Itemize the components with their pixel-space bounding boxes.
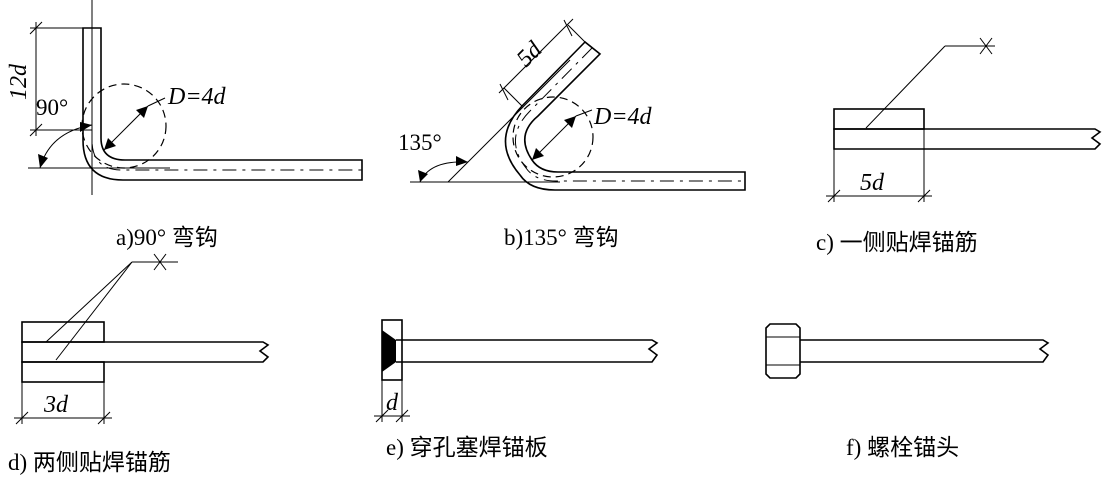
panel-a-90-hook: D=4d 12d 90° a)90° 弯钩	[6, 0, 363, 250]
panel-b-angle-arrow-2	[418, 170, 428, 182]
panel-b-tick-top	[563, 19, 573, 37]
panel-b-tick-bottom	[499, 83, 509, 101]
panel-b-diameter-label: D=4d	[593, 104, 653, 130]
panel-b-straight-label: 5d	[512, 36, 548, 72]
panel-b-centerline	[514, 47, 745, 182]
panel-b-ext-bottom	[503, 87, 523, 107]
panel-a-diameter-label: D=4d	[167, 84, 227, 110]
panel-d-weld-leader-1	[45, 261, 133, 343]
panel-b-dim-line	[498, 18, 574, 94]
panel-d-length-label: 3d	[43, 392, 69, 418]
panel-a-angle-label: 90°	[36, 95, 68, 120]
panel-c-length-label: 5d	[860, 170, 885, 196]
panel-b-arrowhead-1	[532, 148, 544, 160]
panel-d-weld-x2	[153, 253, 167, 271]
panel-a-angle-arc	[39, 124, 93, 169]
panel-e-caption: e) 穿孔塞焊锚板	[386, 435, 548, 460]
panel-a-arrowhead-1	[104, 138, 116, 150]
panel-b-arrowhead-2	[564, 116, 576, 128]
panel-c-main-bar	[833, 128, 1102, 150]
panel-d-top-bar	[21, 321, 105, 343]
panel-a-arrowhead-2	[136, 106, 148, 118]
panel-d-main-bar	[21, 341, 270, 363]
panel-a-tick-bottom	[29, 123, 43, 137]
panel-c-caption: c) 一侧贴焊锚筋	[816, 230, 978, 255]
panel-e-tick-left	[375, 409, 389, 423]
panel-c-short-bar	[833, 108, 925, 130]
panel-a-caption: a)90° 弯钩	[116, 225, 218, 250]
panel-c-one-side-weld: 5d c) 一侧贴焊锚筋	[816, 37, 1102, 255]
panel-a-angle-arrow-1	[38, 154, 48, 168]
panel-c-weld-x2	[979, 37, 993, 55]
panel-a-bend-circle	[81, 83, 167, 169]
panel-c-tick-left	[827, 189, 841, 203]
panel-d-weld-leader-2	[55, 261, 133, 361]
panel-f-caption: f) 螺栓锚头	[846, 435, 959, 460]
panel-d-two-side-weld: 3d d) 两侧贴焊锚筋	[8, 253, 270, 475]
panel-e-plug-weld-plate: d e) 穿孔塞焊锚板	[374, 319, 659, 460]
panel-c-weld-leader	[865, 45, 946, 129]
panel-f-nut	[765, 323, 801, 379]
panel-a-tick-top	[29, 21, 43, 35]
panel-b-angle-arc	[419, 161, 469, 183]
panel-a-angle-arrow-2	[80, 122, 92, 132]
panel-d-caption: d) 两侧贴焊锚筋	[8, 450, 171, 475]
panel-a-leader	[147, 97, 166, 107]
panel-b-caption: b)135° 弯钩	[504, 225, 619, 250]
panel-d-tick-right	[97, 411, 111, 425]
panel-d-bottom-bar	[21, 361, 105, 383]
panel-a-straight-label: 12d	[6, 63, 32, 100]
panel-f-main-bar	[800, 339, 1050, 363]
panel-d-tick-left	[15, 411, 29, 425]
panel-b-leader	[575, 109, 593, 117]
panel-e-length-label: d	[386, 390, 399, 416]
panel-e-main-bar	[396, 339, 659, 363]
panel-b-reference-line	[447, 59, 571, 183]
panel-b-135-hook: D=4d 5d 135° b)135° 弯钩	[398, 18, 746, 250]
panel-b-angle-label: 135°	[398, 130, 442, 155]
panel-f-bolt-head: f) 螺栓锚头	[765, 323, 1050, 460]
panel-a-centerline	[91, 28, 362, 171]
panel-e-weld-fill	[382, 330, 396, 372]
panel-b-bar	[504, 40, 746, 191]
panel-e-tick-right	[395, 409, 409, 423]
panel-b-angle-arrow-1	[456, 156, 468, 166]
panel-b-ext-top	[567, 24, 586, 43]
panel-a-bar	[82, 27, 363, 181]
panel-c-tick-right	[917, 189, 931, 203]
panel-b-bend-circle	[512, 96, 594, 178]
